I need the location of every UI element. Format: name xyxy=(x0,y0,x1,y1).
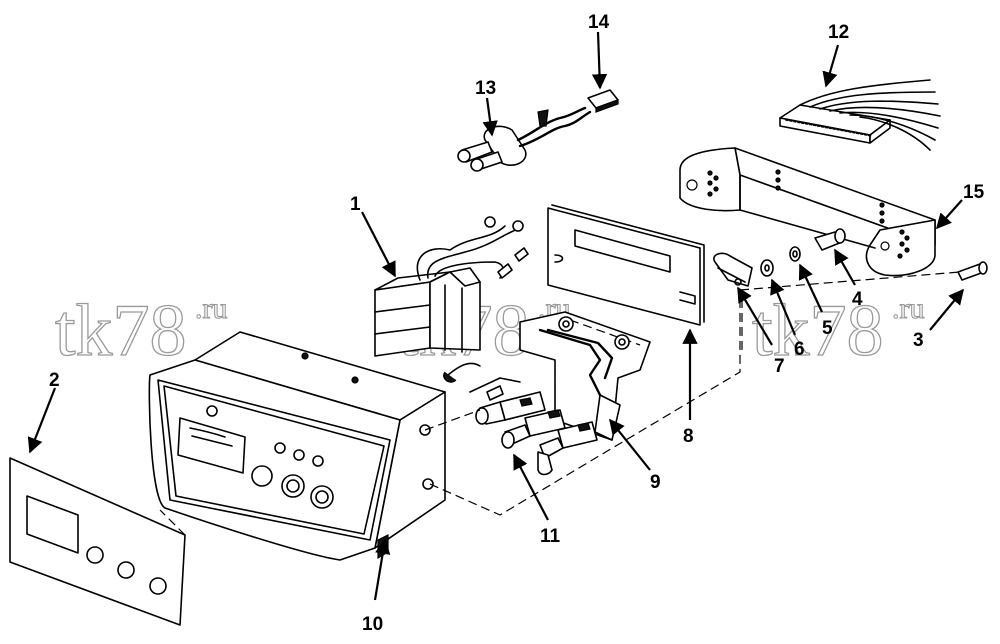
svg-text:.ru: .ru xyxy=(892,292,925,325)
svg-text:tk78: tk78 xyxy=(752,290,884,372)
callout-14: 14 xyxy=(588,12,610,33)
clamp-part-7 xyxy=(713,252,753,287)
callout-2: 2 xyxy=(49,370,60,391)
bolt-part-3 xyxy=(957,261,988,281)
callout-7: 7 xyxy=(774,356,785,377)
front-overlay-part-2 xyxy=(9,457,186,626)
callout-6: 6 xyxy=(794,339,805,360)
svg-text:.ru: .ru xyxy=(195,292,228,325)
cable-connector-part-14 xyxy=(587,89,619,113)
washer-part-6 xyxy=(760,259,774,277)
callout-5: 5 xyxy=(822,318,833,339)
callout-12: 12 xyxy=(828,22,849,43)
transformer-part-1 xyxy=(374,216,529,357)
callout-13: 13 xyxy=(475,78,496,99)
callout-11: 11 xyxy=(540,526,561,547)
callout-10: 10 xyxy=(362,614,383,635)
callout-labels: 1 2 3 4 5 6 7 8 9 10 11 12 13 14 15 xyxy=(49,12,985,635)
callout-1: 1 xyxy=(350,194,361,215)
watermark-right: tk78 .ru xyxy=(751,289,925,372)
callout-8: 8 xyxy=(683,426,694,447)
callout-9: 9 xyxy=(650,472,661,493)
mounting-bracket-part-15 xyxy=(679,147,936,277)
callout-15: 15 xyxy=(963,182,985,203)
toggle-switches-part-11 xyxy=(443,362,598,476)
housing-part-10 xyxy=(148,331,446,561)
power-plug-part-13 xyxy=(457,106,592,172)
ribbon-connector-part-12 xyxy=(779,79,941,151)
mounting-plate-part-8 xyxy=(547,204,705,326)
watermark-left: tk78 .ru xyxy=(54,289,228,372)
callout-arrows xyxy=(27,31,964,601)
screw-part-4 xyxy=(814,228,846,251)
lock-washer-part-5 xyxy=(789,246,801,262)
svg-text:tk78: tk78 xyxy=(55,290,187,372)
callout-4: 4 xyxy=(852,289,863,310)
callout-3: 3 xyxy=(913,330,924,351)
